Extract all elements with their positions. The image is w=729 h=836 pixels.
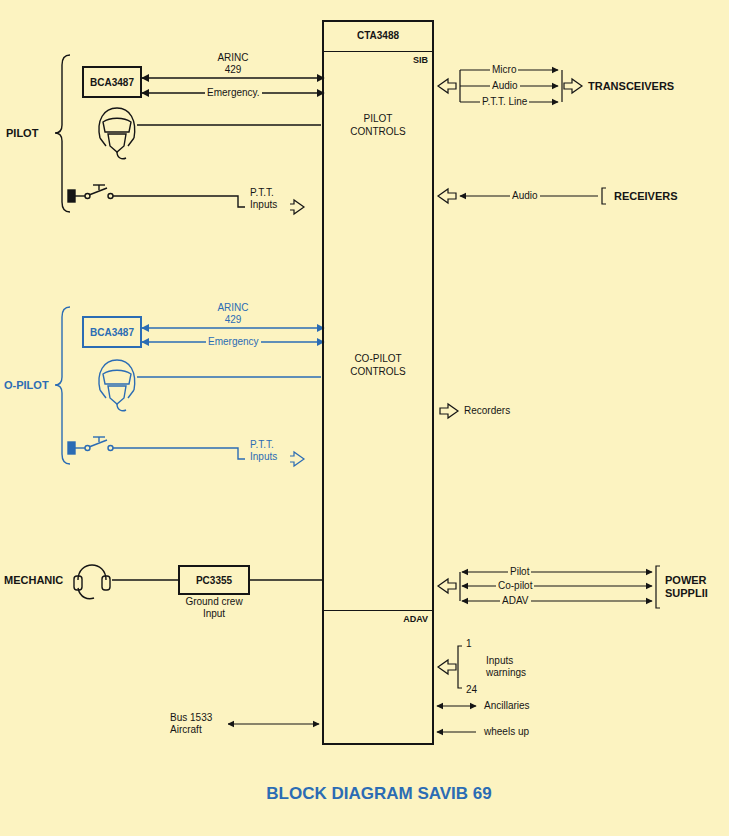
bca-box: BCA3487: [82, 316, 142, 348]
bus-connector: [142, 327, 324, 328]
section-name: SIB: [324, 52, 432, 66]
controls-label: PILOT CONTROLS: [341, 112, 415, 138]
bus-label: Bus 1533 Aircraft: [168, 712, 228, 736]
signal-label: Inputs warnings: [484, 655, 550, 679]
headset-icon: [74, 565, 110, 599]
device-name: POWER SUPPLII: [663, 574, 729, 600]
group-name: MECHANIC: [2, 574, 65, 587]
group-name: O-PILOT: [2, 379, 51, 392]
group-name: PILOT: [4, 127, 40, 140]
device-name: RECEIVERS: [612, 190, 680, 203]
ptt-switch: [75, 185, 245, 207]
bus-connector: [142, 77, 324, 78]
device-name: TRANSCEIVERS: [586, 80, 676, 93]
bus-connector: [250, 579, 324, 580]
unit-name: PC3355: [196, 575, 232, 586]
signal-label: ADAV: [500, 595, 531, 607]
headset-wire: [112, 579, 178, 580]
diagram-title: BLOCK DIAGRAM SAVIB 69: [214, 784, 544, 804]
pc-box: PC3355Ground crew Input: [178, 565, 250, 595]
controls-label: CO-PILOT CONTROLS: [341, 352, 415, 378]
edge-label: Emergency: [206, 336, 261, 348]
ptt-button: [68, 190, 75, 202]
brace: [55, 55, 70, 212]
unit-box: CTA3488SIB PILOT CONTROLS CO-PILOT CONTROL…: [322, 20, 434, 745]
pin-number: 24: [464, 684, 479, 696]
signal-label: Ancillaries: [482, 700, 532, 712]
crew-station: [55, 55, 321, 214]
signal-label: Audio: [490, 80, 520, 92]
signal-label: Micro: [490, 64, 518, 76]
signal-label: wheels up: [482, 726, 531, 738]
signal-label: Audio: [510, 190, 540, 202]
signal-label: P.T.T. Line: [480, 96, 529, 108]
bca-box: BCA3487: [82, 66, 142, 98]
adav-section: ADAV: [324, 610, 432, 743]
unit-name: BCA3487: [90, 77, 134, 88]
signal-label: P.T.T. Inputs: [248, 439, 290, 463]
section-name: ADAV: [324, 611, 432, 625]
unit-name: CTA3488: [324, 22, 432, 52]
headset-wire: [137, 124, 321, 125]
hollow-arrows: [438, 79, 582, 674]
box-caption: Ground crew Input: [174, 596, 254, 620]
signal-lines: [228, 70, 660, 732]
signal-label: P.T.T. Inputs: [248, 187, 290, 211]
pin-number: 1: [464, 638, 474, 650]
edge-label: ARINC 429: [211, 302, 255, 326]
helmet-icon: [99, 108, 135, 159]
signal-label: Co-pilot: [496, 580, 534, 592]
unit-name: BCA3487: [90, 327, 134, 338]
edge-label: Emergency.: [205, 87, 262, 99]
signal-label: Recorders: [462, 405, 512, 417]
signal-label: Pilot: [508, 566, 531, 578]
sib-section: SIB PILOT CONTROLS CO-PILOT CONTROLS: [324, 52, 432, 610]
edge-label: ARINC 429: [211, 52, 255, 76]
crew-station: [55, 307, 321, 466]
